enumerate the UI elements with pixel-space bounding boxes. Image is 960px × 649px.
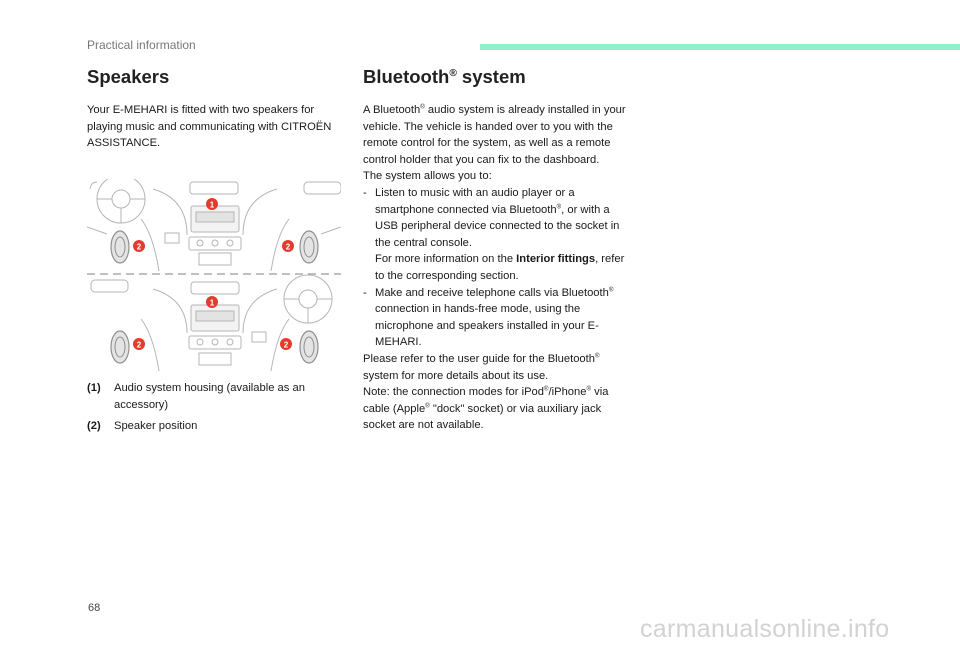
svg-text:2: 2 <box>137 243 142 252</box>
bluetooth-intro: A Bluetooth® audio system is already ins… <box>363 103 626 166</box>
svg-text:2: 2 <box>137 341 142 350</box>
legend-item: (1) Audio system housing (available as a… <box>87 380 342 413</box>
speaker-right-lower <box>299 330 319 364</box>
bluetooth-section: Bluetooth® system A Bluetooth® audio sys… <box>363 66 628 434</box>
speakers-intro: Your E-MEHARI is fitted with two speaker… <box>87 104 332 150</box>
svg-text:2: 2 <box>286 243 291 252</box>
legend-text: Speaker position <box>114 420 198 433</box>
bluetooth-title: Bluetooth® system <box>363 66 526 87</box>
svg-text:2: 2 <box>284 341 289 350</box>
callout-1-lower: 1 <box>206 296 218 308</box>
callout-2-right-upper: 2 <box>282 240 294 252</box>
list-item: - Make and receive telephone calls via B… <box>363 285 614 349</box>
speakers-title: Speakers <box>87 66 170 87</box>
speaker-left-lower <box>110 330 130 364</box>
svg-text:1: 1 <box>210 299 215 308</box>
svg-text:1: 1 <box>210 201 215 210</box>
legend-item: (2) Speaker position <box>87 418 342 435</box>
legend-number: (1) <box>87 382 101 394</box>
callout-2-right-lower: 2 <box>280 338 292 350</box>
page-number: 68 <box>88 602 101 614</box>
section-label: Practical information <box>87 38 196 52</box>
bluetooth-allows: The system allows you to: <box>363 170 492 183</box>
watermark: carmanualsonline.info <box>640 615 890 643</box>
speaker-legend: (1) Audio system housing (available as a… <box>87 380 342 440</box>
list-item: - Listen to music with an audio player o… <box>363 186 625 282</box>
callout-2-left-lower: 2 <box>133 338 145 350</box>
header-accent-bar <box>480 44 960 50</box>
bluetooth-note: Note: the connection modes for iPod®/iPh… <box>363 385 609 432</box>
legend-number: (2) <box>87 420 101 433</box>
legend-text: Audio system housing (available as an ac… <box>114 382 305 411</box>
speaker-right-upper <box>299 230 319 264</box>
callout-1-upper: 1 <box>206 198 218 210</box>
callout-2-left-upper: 2 <box>133 240 145 252</box>
speaker-diagram: 1 2 2 1 2 2 <box>87 179 341 372</box>
bluetooth-refer: Please refer to the user guide for the B… <box>363 352 600 382</box>
speakers-section: Speakers Your E-MEHARI is fitted with tw… <box>87 66 337 152</box>
speaker-left-upper <box>110 230 130 264</box>
